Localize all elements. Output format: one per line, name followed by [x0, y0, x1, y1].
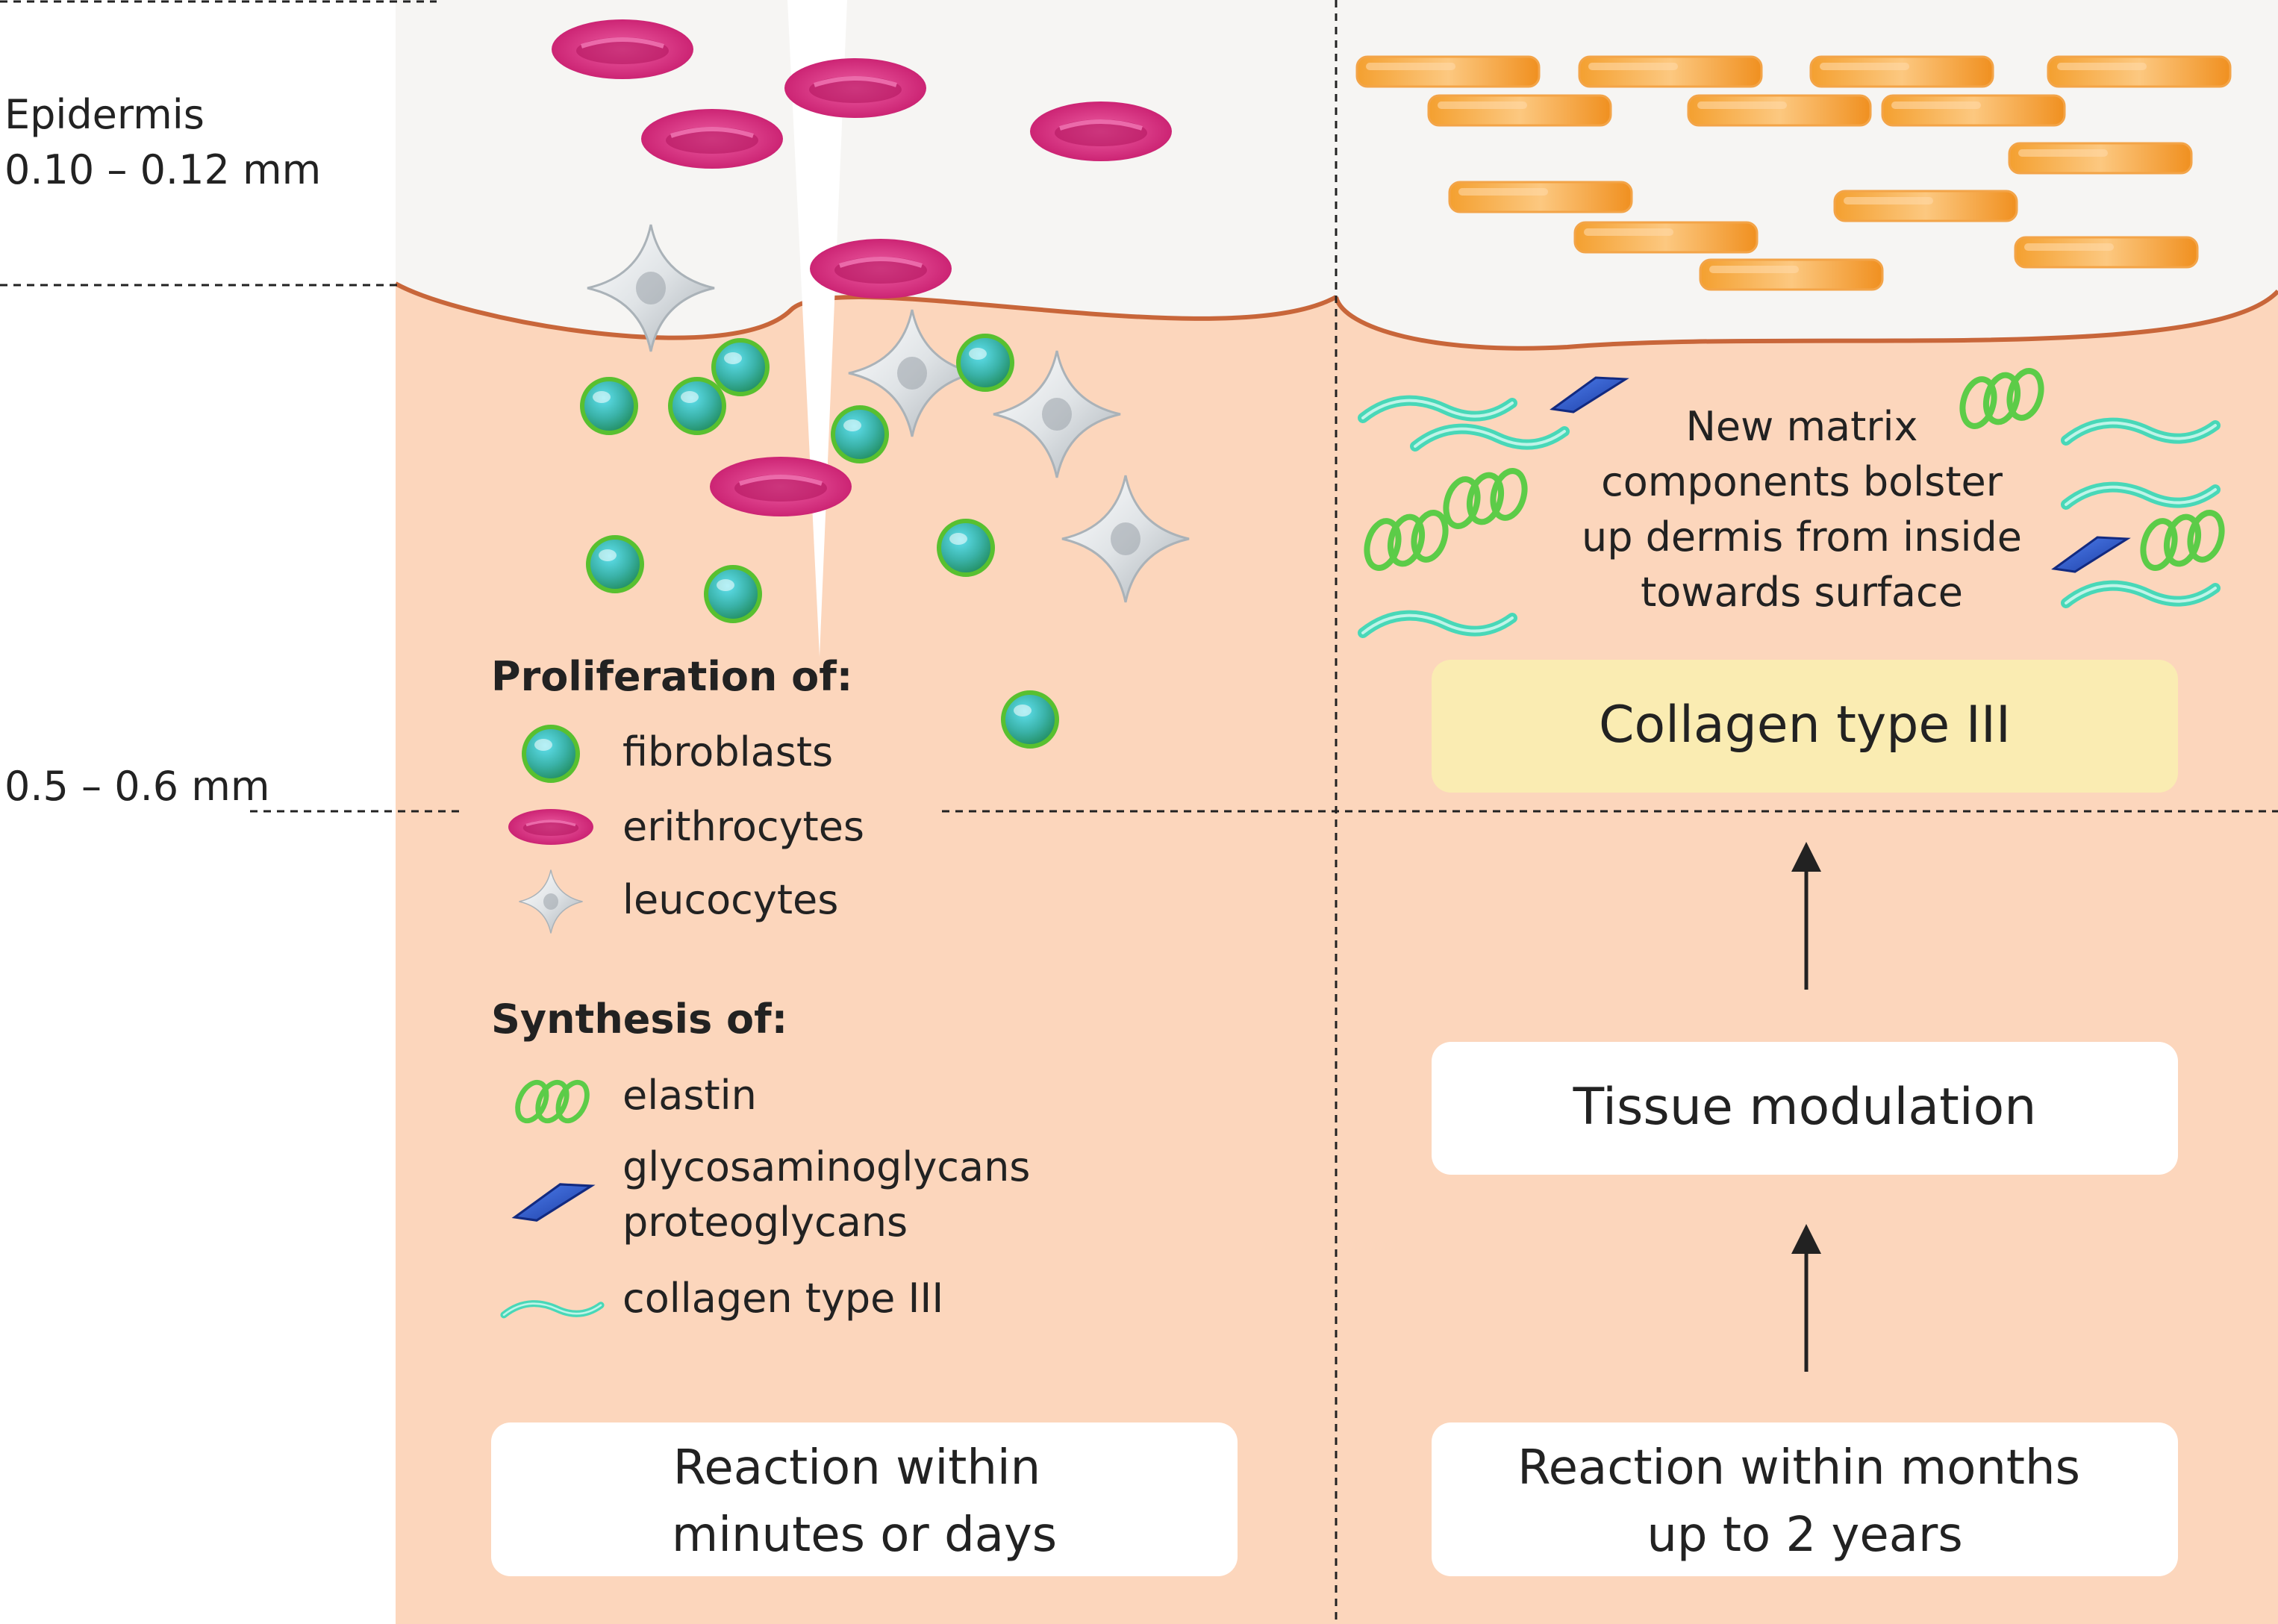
- tissue-modulation-label: Tissue modulation: [1573, 1078, 2037, 1137]
- reaction-right-line2: up to 2 years: [1647, 1508, 1962, 1563]
- legend-elastin: elastin: [622, 1072, 757, 1119]
- epidermis-left: [396, 0, 1336, 338]
- collagen-fiber: [1355, 55, 1541, 88]
- erythrocyte: [641, 109, 783, 169]
- dermal-border-right: [1334, 289, 2278, 351]
- reaction-box-right: [1432, 1422, 2178, 1576]
- legend-glycosaminoglycans: glycosaminoglycans: [622, 1143, 1030, 1190]
- fibroblast: [833, 407, 887, 461]
- fibroblast: [714, 340, 767, 394]
- collagen-fiber: [1699, 258, 1884, 291]
- collagen-fiber: [2008, 142, 2193, 175]
- legend-leucocytes: leucocytes: [622, 876, 838, 923]
- reaction-left-line1: Reaction within: [673, 1440, 1040, 1496]
- caption-line3: up dermis from inside: [1582, 513, 2022, 560]
- collagen-fiber: [1687, 94, 1872, 127]
- fibroblast: [1003, 693, 1057, 746]
- dermis-depth: 0.5 – 0.6 mm: [4, 763, 269, 810]
- fibroblast: [939, 521, 993, 575]
- fibroblast: [588, 537, 642, 591]
- erythrocyte: [810, 239, 952, 299]
- legend-fibroblasts: fibroblasts: [622, 728, 833, 775]
- erythrocyte: [710, 457, 852, 516]
- collagen-fiber: [1573, 221, 1759, 254]
- collagen-fiber: [2014, 236, 2199, 269]
- fibroblast: [582, 379, 636, 433]
- erythrocyte: [784, 58, 926, 118]
- collagen-box-label: Collagen type III: [1599, 696, 2011, 755]
- collagen-fiber: [1809, 55, 1994, 88]
- collagen-fiber: [1448, 181, 1633, 213]
- collagen-fiber: [1427, 94, 1612, 127]
- tissue-modulation-box: [1432, 1042, 2178, 1175]
- reaction-right-line1: Reaction within months: [1517, 1440, 2080, 1496]
- synthesis-title: Synthesis of:: [491, 996, 787, 1043]
- fibroblast: [670, 379, 724, 433]
- collagen-type-iii-box: [1432, 660, 2178, 793]
- dermal-border-left: [394, 281, 1338, 340]
- legend-collagen-type-iii: collagen type III: [622, 1275, 943, 1322]
- proliferation-title: Proliferation of:: [491, 653, 852, 700]
- erythrocyte: [552, 19, 693, 79]
- erythrocyte-legend-icon: [507, 808, 595, 846]
- legend-proteoglycans: proteoglycans: [622, 1199, 908, 1246]
- collagen-fiber: [2047, 55, 2232, 88]
- caption-line1: New matrix: [1686, 403, 1918, 450]
- erythrocyte: [1030, 102, 1172, 161]
- caption-line4: towards surface: [1641, 569, 1963, 616]
- epidermis-title: Epidermis: [4, 91, 205, 138]
- fibroblast-legend-icon: [524, 727, 578, 781]
- epidermis-depth: 0.10 – 0.12 mm: [4, 146, 321, 193]
- collagen-fiber: [1881, 94, 2066, 127]
- fibroblast: [706, 567, 760, 621]
- collagen-fiber: [1833, 190, 2018, 222]
- caption-line2: components bolster: [1601, 458, 2003, 505]
- reaction-box-left: [491, 1422, 1238, 1576]
- needle: [787, 0, 847, 657]
- reaction-left-line2: minutes or days: [672, 1508, 1057, 1563]
- fibroblast: [958, 336, 1012, 390]
- collagen-fiber: [1578, 55, 1763, 88]
- legend-erithrocytes: erithrocytes: [622, 803, 864, 850]
